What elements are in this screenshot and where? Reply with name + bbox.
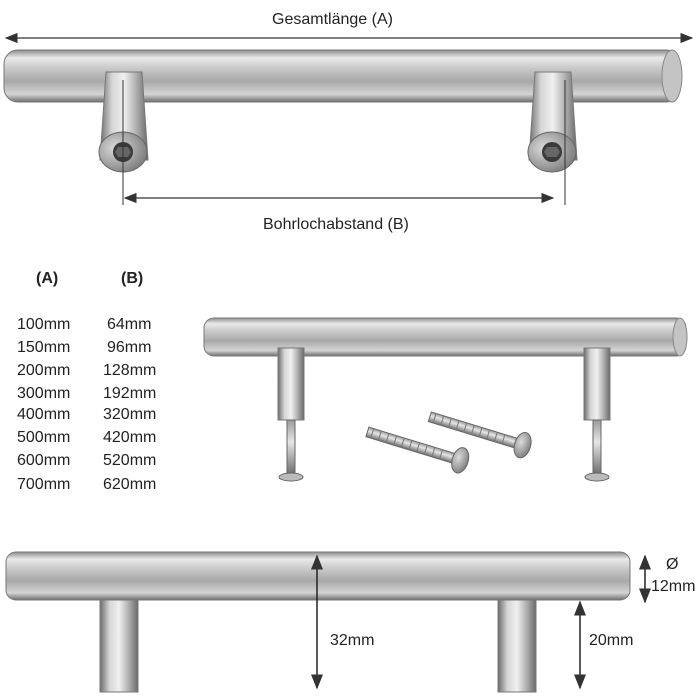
table-cell-a: 200mm: [17, 362, 71, 379]
table-cell-b: 420mm: [103, 429, 157, 446]
table-cell-a: 700mm: [17, 476, 71, 493]
diameter-value: 12mm: [651, 578, 696, 595]
height-label: 32mm: [330, 632, 375, 649]
hole-spacing-label: Bohrlochabstand (B): [263, 216, 409, 233]
loose-screw: [365, 426, 470, 474]
table-cell-a: 500mm: [17, 429, 71, 446]
foot-height-label: 20mm: [589, 632, 634, 649]
handle-bar: [203, 317, 687, 357]
overall-length-label: Gesamtlänge (A): [272, 11, 393, 28]
table-cell-b: 620mm: [103, 476, 157, 493]
diameter-symbol: Ø: [666, 556, 679, 573]
table-cell-b: 64mm: [107, 316, 152, 333]
column-header-a: (A): [36, 270, 59, 287]
loose-screw: [427, 411, 532, 459]
table-cell-b: 520mm: [103, 452, 157, 469]
handle-bar: [5, 551, 631, 601]
screw-head: [278, 472, 304, 482]
table-cell-a: 600mm: [17, 452, 71, 469]
mounted-screw-right: [592, 419, 602, 475]
table-cell-b: 320mm: [103, 406, 157, 423]
middle-handle-with-screws: [203, 317, 688, 482]
table-cell-a: 400mm: [17, 406, 71, 423]
table-cell-b: 96mm: [107, 339, 152, 356]
hex-socket-icon: [544, 147, 560, 157]
screw-head: [584, 472, 610, 482]
right-leg: [583, 347, 611, 421]
table-cell-b: 192mm: [103, 385, 157, 402]
table-cell-a: 300mm: [17, 385, 71, 402]
mounted-screw-left: [286, 419, 296, 475]
table-cell-a: 100mm: [17, 316, 71, 333]
table-cell-b: 128mm: [103, 362, 157, 379]
left-leg: [277, 347, 305, 421]
column-header-b: (B): [121, 270, 144, 287]
table-cell-a: 150mm: [17, 339, 71, 356]
bar-end-cap: [672, 317, 688, 357]
bottom-handle-side-view: [5, 551, 651, 693]
left-leg: [99, 599, 139, 693]
top-handle: [3, 32, 694, 205]
right-leg: [497, 599, 537, 693]
bar-end-cap: [661, 49, 683, 103]
